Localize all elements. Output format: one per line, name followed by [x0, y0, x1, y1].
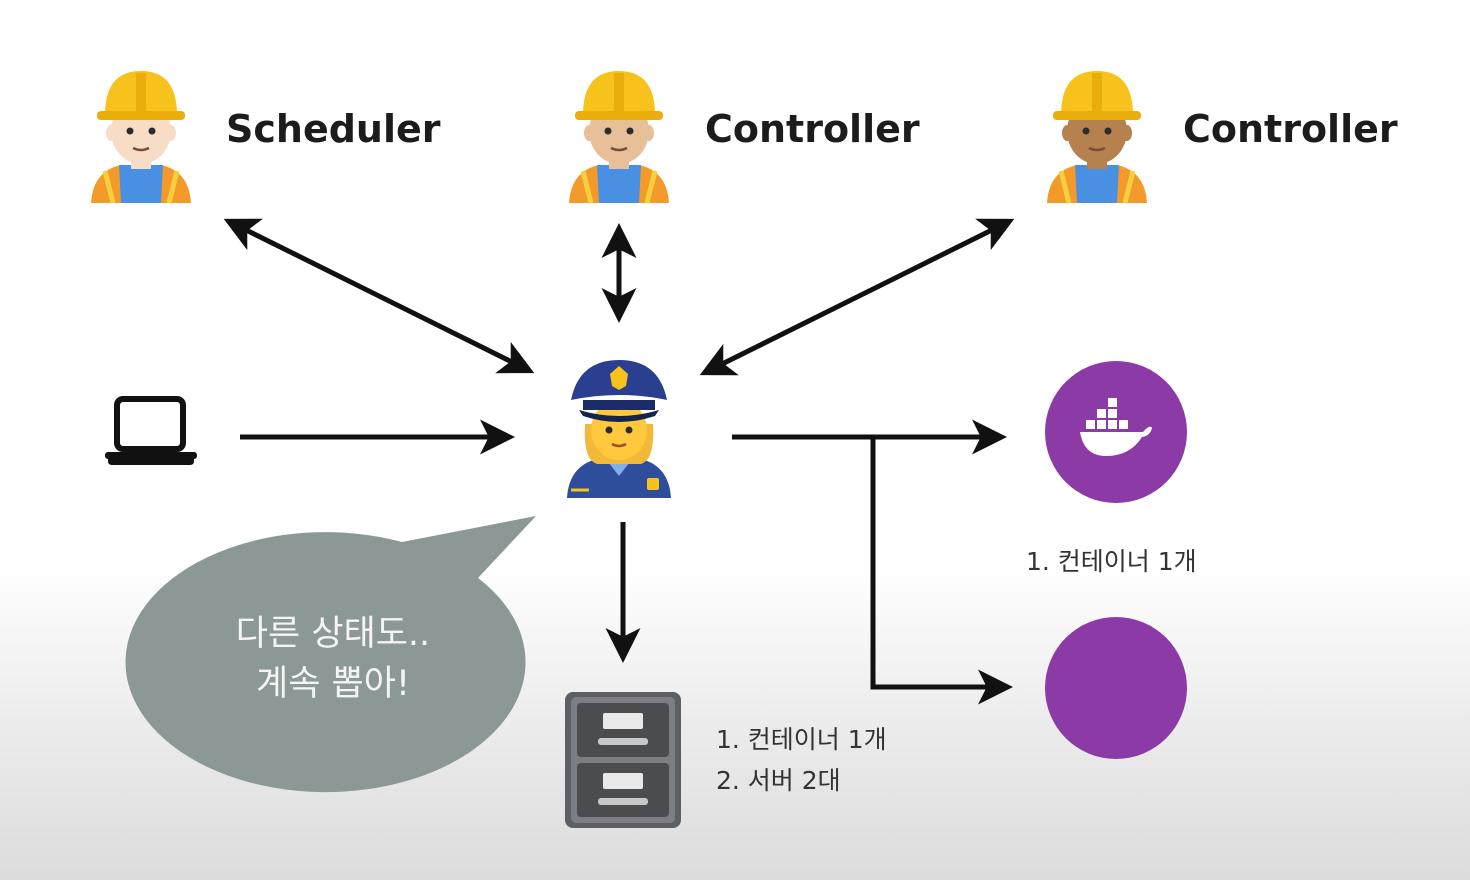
storage-note-line-2: 2. 서버 2대 [716, 766, 841, 795]
controller-label-2: Controller [1183, 107, 1398, 151]
arrow-branch-server [870, 437, 1013, 705]
police-officer-icon [567, 360, 671, 498]
container-node-note: 1. 컨테이너 1개 [1026, 547, 1197, 576]
speech-bubble-line-2: 계속 뽑아! [256, 664, 410, 704]
speech-bubble [125, 516, 537, 793]
scheduler-label: Scheduler [226, 107, 441, 151]
arrow-scheduler-api [223, 218, 535, 374]
laptop-icon [105, 396, 197, 465]
controller-worker-icon [569, 71, 669, 203]
server-node [1045, 617, 1187, 759]
arrow-controller2-api [699, 218, 1015, 376]
file-cabinet-icon [565, 692, 681, 828]
scheduler-worker-icon [91, 71, 191, 203]
speech-bubble-line-1: 다른 상태도.. [235, 614, 431, 654]
docker-whale-icon [1080, 398, 1152, 456]
speech-bubble-text: 다른 상태도.. 계속 뽑아! [183, 609, 483, 709]
controller-label: Controller [705, 107, 920, 151]
storage-note-line-1: 1. 컨테이너 1개 [716, 725, 887, 754]
controller-worker-icon-2 [1047, 71, 1147, 203]
